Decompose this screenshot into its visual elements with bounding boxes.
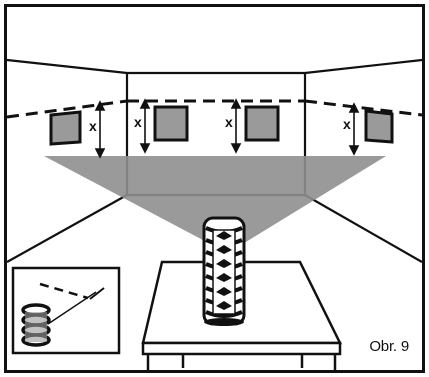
- picture-frame-3: [244, 105, 280, 142]
- figure-caption: Obr. 9: [369, 338, 409, 355]
- x-label-3: x: [225, 114, 233, 130]
- picture-frame-1: [49, 110, 82, 146]
- inset-detail: [11, 266, 121, 355]
- measure-arrow-1: [94, 100, 106, 159]
- laser-beam-plane: [44, 156, 386, 248]
- measure-arrow-3: [230, 98, 242, 154]
- picture-frame-2: [153, 105, 189, 142]
- laser-level-device: [202, 216, 246, 326]
- measure-arrow-4: [348, 102, 360, 156]
- x-label-4: x: [343, 116, 351, 132]
- x-labels: x x x x: [89, 114, 351, 134]
- picture-frames: [49, 105, 394, 146]
- x-label-2: x: [134, 114, 142, 130]
- measurement-arrows: [94, 98, 360, 159]
- measure-arrow-2: [139, 98, 151, 154]
- picture-frame-4: [364, 109, 394, 144]
- laser-line: [6, 99, 423, 119]
- x-label-1: x: [89, 118, 97, 134]
